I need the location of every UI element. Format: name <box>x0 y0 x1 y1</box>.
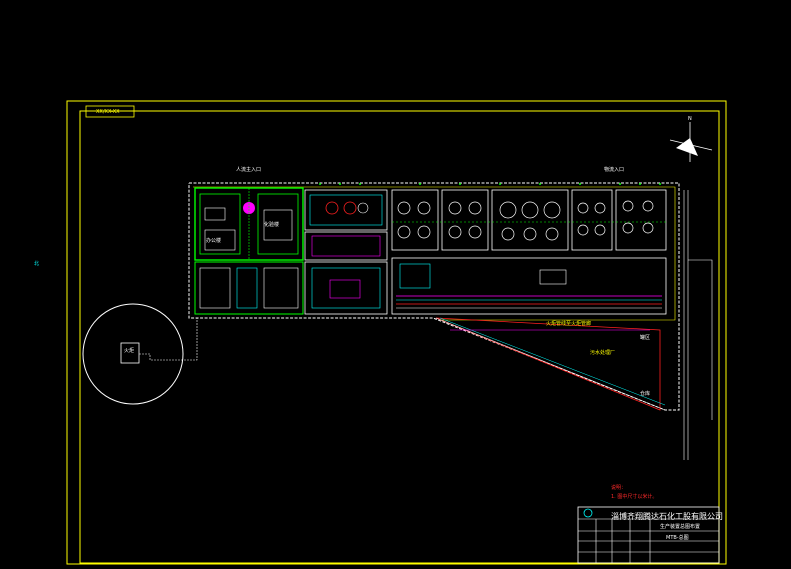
process-block-3 <box>304 261 388 315</box>
label-storage: 仓库 <box>640 391 651 397</box>
outer-frame <box>66 100 727 565</box>
label-flare: 火炬 <box>124 348 135 354</box>
tank-farm-5 <box>615 189 667 251</box>
inner-frame <box>79 110 720 564</box>
admin-zone <box>194 187 304 261</box>
flare-area <box>82 303 198 405</box>
note-1: 1. 图中尺寸以米计。 <box>611 494 658 500</box>
process-block-2 <box>304 231 388 261</box>
tree-rows <box>319 183 661 185</box>
admin-zone-lower <box>194 261 304 315</box>
site-boundary <box>188 182 680 411</box>
label-gate-main: 人流主入口 <box>236 167 262 173</box>
title-block <box>577 506 720 564</box>
company-name: 淄博齐翔腾达石化工股有限公司 <box>611 512 723 521</box>
north-arrow-icon: N <box>669 116 713 162</box>
left-mark: 北 <box>34 261 40 267</box>
sewage-zone <box>435 317 666 411</box>
frame-tag: XX/XX-XX <box>96 109 120 115</box>
process-block-1 <box>304 189 388 231</box>
label-office: 办公楼 <box>206 238 222 244</box>
drawing-subtitle: 生产装置总图布置 <box>660 524 701 530</box>
label-tank-area: 罐区 <box>640 335 651 341</box>
tank-farm-1 <box>391 189 439 251</box>
label-sewage: 污水处理厂 <box>590 350 616 356</box>
frame-tag-box <box>85 105 135 118</box>
tank-farm-4 <box>571 189 613 251</box>
label-lab: 化验楼 <box>264 222 280 228</box>
svg-text:N: N <box>688 116 692 122</box>
tank-farm-2 <box>441 189 489 251</box>
label-gate-side: 物流入口 <box>604 167 625 173</box>
pipe-rack-area <box>391 257 667 315</box>
label-pipe-rack: 火炬管线至火炬管廊 <box>546 321 592 327</box>
tank-farm-3 <box>491 189 569 251</box>
notes-heading: 说明： <box>611 485 627 491</box>
company-logo-icon <box>583 508 593 518</box>
drawing-number: MTB-总图 <box>666 535 689 541</box>
